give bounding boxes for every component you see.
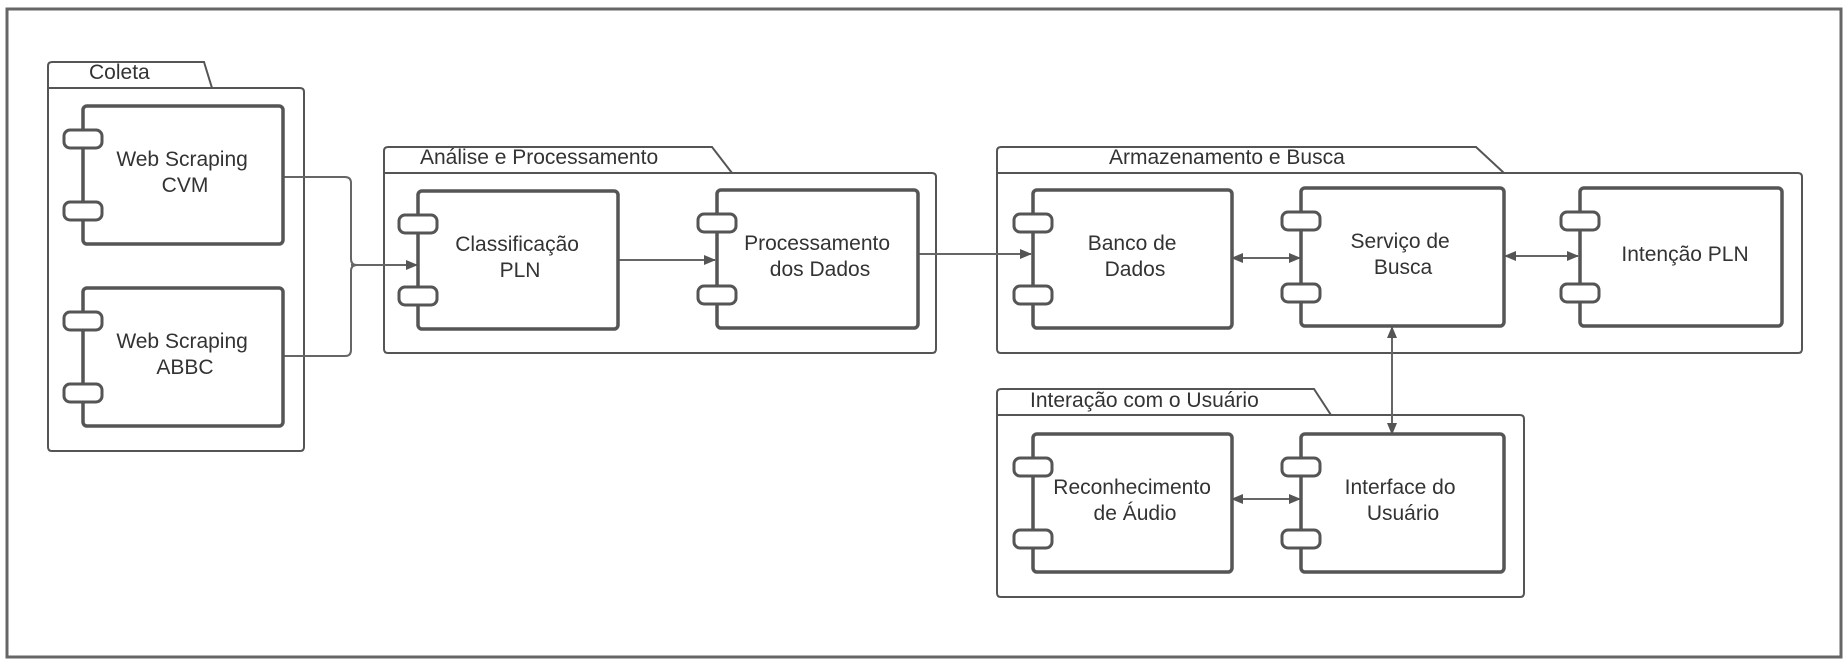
svg-text:Processamento dos Dados: Processamento dos Dados <box>744 232 896 281</box>
svg-text:Web Scraping CVM: Web Scraping CVM <box>116 148 253 197</box>
component-label-line1: Reconhecimento <box>1053 476 1211 499</box>
component-label-line1: Web Scraping <box>116 330 248 353</box>
package-label-analise: Análise e Processamento <box>420 146 658 169</box>
package-label-coleta: Coleta <box>89 61 150 84</box>
component-banco-dados: Banco de Dados <box>1012 188 1234 330</box>
connectors <box>283 176 1579 504</box>
component-label-line1: Interface do <box>1345 476 1456 499</box>
component-label-line1: Processamento <box>744 232 890 255</box>
package-label-interacao: Interação com o Usuário <box>1030 389 1259 412</box>
svg-text:Serviço de Busca: Serviço de Busca <box>1350 230 1455 279</box>
component-label-line2: de Áudio <box>1094 502 1177 525</box>
component-label-line2: Dados <box>1105 258 1166 281</box>
package-label-armazenamento: Armazenamento e Busca <box>1109 146 1345 169</box>
component-label-line2: dos Dados <box>770 258 870 281</box>
component-label-line2: ABBC <box>156 356 213 379</box>
svg-text:Classificação PLN: Classificação PLN <box>455 233 585 282</box>
svg-text:Intenção PLN: Intenção PLN <box>1621 243 1748 266</box>
component-label-line1: Intenção PLN <box>1621 243 1748 266</box>
component-web-scraping-abbc: Web Scraping ABBC <box>62 286 285 428</box>
svg-text:Banco de Dados: Banco de Dados <box>1088 232 1183 281</box>
component-servico-busca: Serviço de Busca <box>1280 186 1506 328</box>
svg-text:Reconhecimento de Áudio: Reconhecimento de Áudio <box>1053 476 1216 525</box>
component-label-line1: Serviço de <box>1350 230 1449 253</box>
component-label-line1: Classificação <box>455 233 579 256</box>
component-label-line2: Usuário <box>1367 502 1439 525</box>
svg-text:Interface do Usuário: Interface do Usuário <box>1345 476 1462 525</box>
component-label-line1: Web Scraping <box>116 148 248 171</box>
svg-text:Web Scraping ABBC: Web Scraping ABBC <box>116 330 253 379</box>
component-classificacao-pln: Classificação PLN <box>397 189 620 331</box>
component-interface-usuario: Interface do Usuário <box>1280 432 1506 574</box>
component-label-line2: PLN <box>500 259 541 282</box>
component-label-line2: CVM <box>162 174 209 197</box>
component-intencao-pln: Intenção PLN <box>1559 186 1784 328</box>
component-reconhecimento-audio: Reconhecimento de Áudio <box>1012 432 1234 574</box>
component-web-scraping-cvm: Web Scraping CVM <box>62 104 285 246</box>
component-label-line1: Banco de <box>1088 232 1177 255</box>
component-processamento-dados: Processamento dos Dados <box>696 188 920 330</box>
component-label-line2: Busca <box>1374 256 1433 279</box>
